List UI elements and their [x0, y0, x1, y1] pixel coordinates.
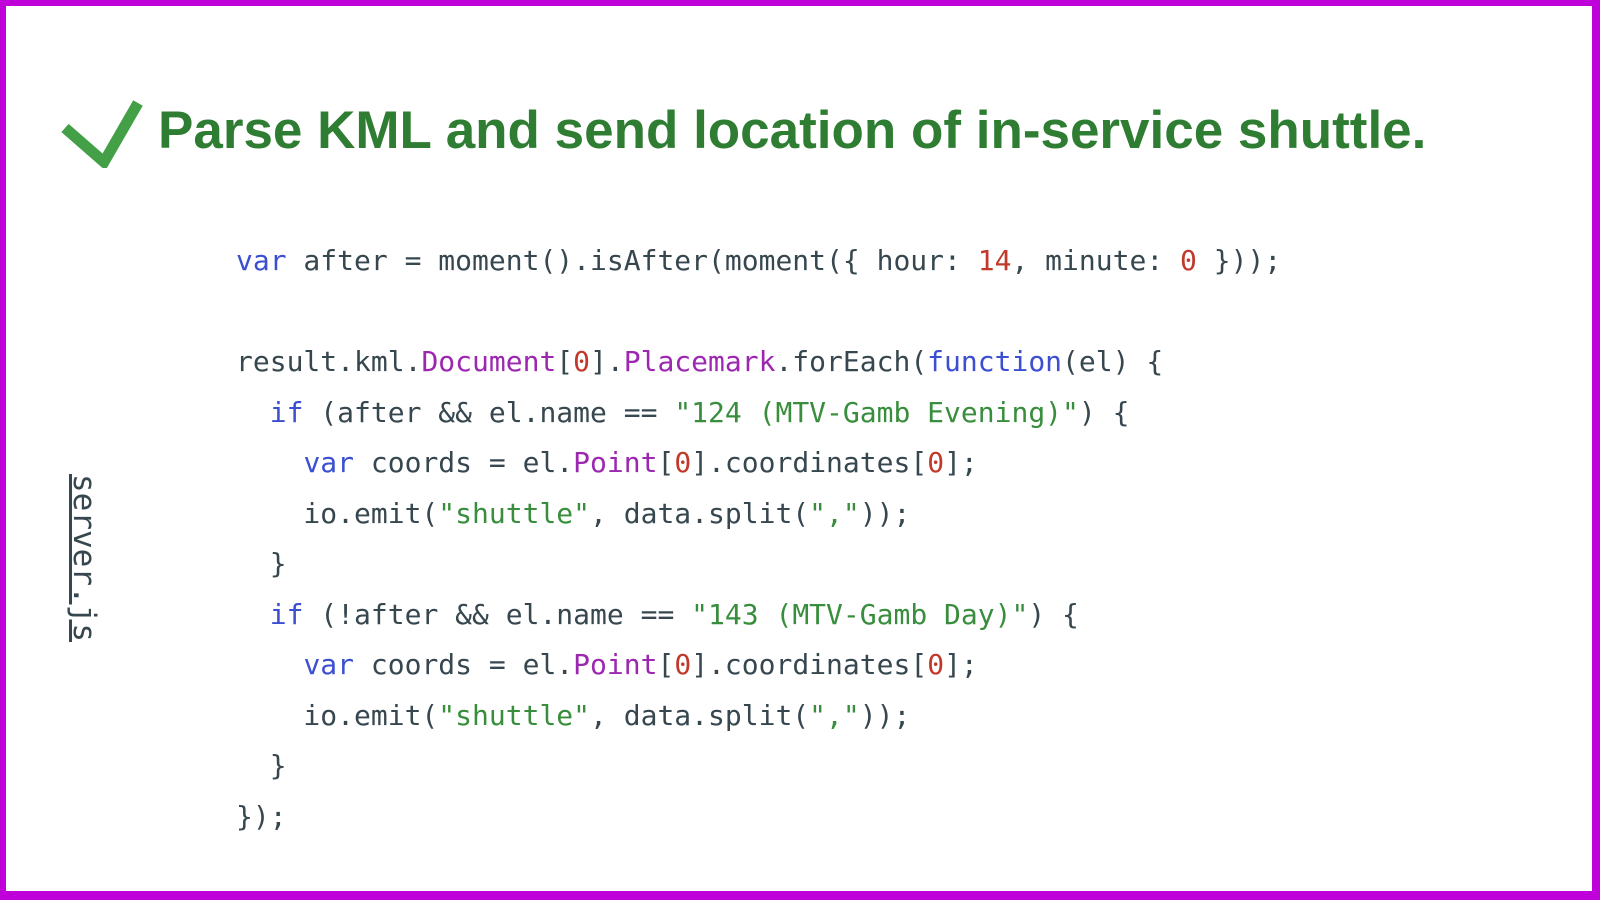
- code-token: }: [236, 749, 287, 782]
- code-token: if: [269, 597, 304, 631]
- code-token: , minute:: [1011, 244, 1181, 277]
- code-token: ",": [809, 496, 860, 530]
- code-token: [: [657, 446, 675, 479]
- code-token: });: [236, 799, 287, 833]
- code-line: }: [236, 539, 1281, 590]
- code-token: ) {: [1078, 395, 1130, 429]
- code-line: var coords = el.Point[0].coordinates[0];: [236, 640, 1281, 691]
- code-token: Point: [573, 446, 658, 479]
- code-token: io.emit(: [236, 496, 439, 530]
- code-token: ].: [590, 345, 624, 378]
- code-token: "143 (MTV-Gamb Day)": [691, 597, 1029, 631]
- code-token: .forEach(: [775, 345, 928, 378]
- code-token: if: [269, 395, 304, 429]
- slide-title: Parse KML and send location of in-servic…: [158, 101, 1427, 160]
- code-token: result.kml.: [236, 345, 422, 378]
- code-token: }: [236, 547, 287, 580]
- code-token: [236, 598, 270, 631]
- slide-header: Parse KML and send location of in-servic…: [58, 96, 1426, 168]
- code-line: });: [236, 792, 1281, 843]
- file-name-label: server.js: [66, 474, 102, 642]
- code-token: [: [556, 345, 574, 378]
- code-token: Point: [573, 648, 658, 681]
- code-token: ));: [859, 496, 911, 530]
- code-token: (el) {: [1062, 345, 1164, 378]
- code-line: if (after && el.name == "124 (MTV-Gamb E…: [236, 388, 1281, 439]
- code-token: "shuttle": [438, 698, 591, 732]
- code-token: ].coordinates[: [691, 446, 928, 479]
- code-token: 14: [977, 244, 1012, 277]
- code-token: "124 (MTV-Gamb Evening)": [674, 395, 1079, 429]
- code-token: coords = el.: [354, 648, 574, 681]
- code-token: var: [303, 446, 355, 479]
- code-token: , data.split(: [590, 698, 810, 732]
- code-token: coords = el.: [354, 446, 574, 479]
- code-token: }));: [1196, 244, 1282, 277]
- code-token: ];: [944, 648, 978, 681]
- checkmark-icon: [61, 100, 143, 168]
- code-line: var coords = el.Point[0].coordinates[0];: [236, 438, 1281, 489]
- code-token: [236, 648, 303, 681]
- code-token: [236, 446, 303, 479]
- code-token: var: [303, 648, 355, 681]
- code-line: }: [236, 741, 1281, 792]
- code-token: 0: [927, 648, 945, 681]
- code-line: [236, 287, 1281, 338]
- code-token: (after && el.name ==: [303, 395, 675, 429]
- code-token: ];: [944, 446, 978, 479]
- code-token: Placemark: [623, 345, 776, 378]
- code-token: 0: [573, 345, 591, 378]
- code-line: var after = moment().isAfter(moment({ ho…: [236, 236, 1281, 287]
- code-token: ));: [859, 698, 911, 732]
- code-token: ) {: [1028, 597, 1079, 631]
- code-token: 0: [674, 446, 692, 479]
- code-token: "shuttle": [438, 496, 591, 530]
- code-token: var: [236, 244, 287, 277]
- code-token: io.emit(: [236, 698, 439, 732]
- code-token: ].coordinates[: [691, 648, 928, 681]
- code-token: Document: [421, 345, 557, 378]
- code-token: 0: [1180, 244, 1197, 277]
- code-line: if (!after && el.name == "143 (MTV-Gamb …: [236, 590, 1281, 641]
- code-token: function: [927, 345, 1063, 378]
- code-token: after = moment().isAfter(moment({ hour:: [286, 244, 978, 277]
- code-token: [: [657, 648, 675, 681]
- code-token: 0: [927, 446, 945, 479]
- code-token: [236, 396, 270, 429]
- code-line: result.kml.Document[0].Placemark.forEach…: [236, 337, 1281, 388]
- code-line: io.emit("shuttle", data.split(","));: [236, 489, 1281, 540]
- code-token: , data.split(: [590, 496, 810, 530]
- code-token: (!after && el.name ==: [303, 597, 692, 631]
- code-block: var after = moment().isAfter(moment({ ho…: [236, 236, 1281, 842]
- code-token: ",": [809, 698, 860, 732]
- code-line: io.emit("shuttle", data.split(","));: [236, 691, 1281, 742]
- code-token: 0: [674, 648, 692, 681]
